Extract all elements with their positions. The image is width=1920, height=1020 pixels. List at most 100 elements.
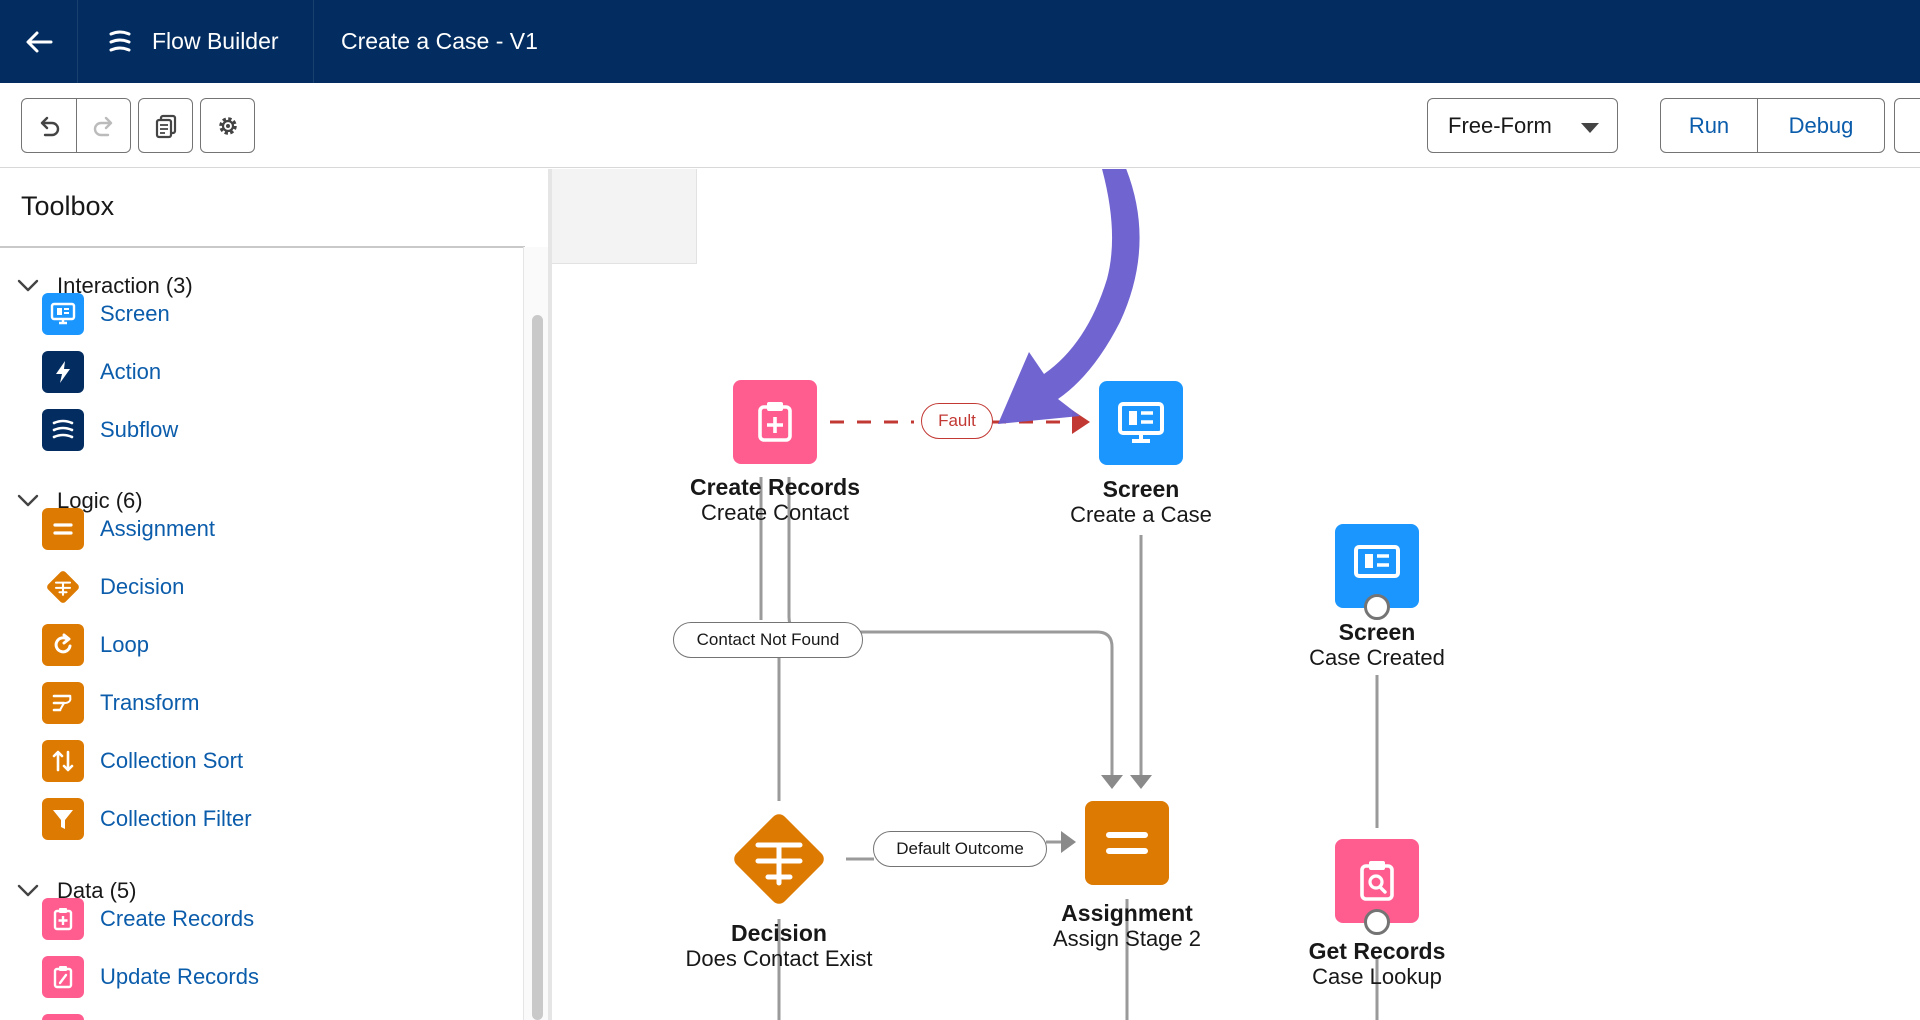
toolbox-item-label: Collection Filter <box>100 806 252 831</box>
assignment-arrow-right <box>1130 775 1152 789</box>
default-outcome-arrowhead <box>1061 831 1076 853</box>
app-title-block: Flow Builder <box>78 0 314 83</box>
flow-canvas[interactable]: Create Records Create Contact Fault Scre… <box>552 169 1920 1020</box>
default-outcome-connector <box>846 840 1062 861</box>
node-name: Case Lookup <box>1312 964 1442 989</box>
toolbox-item-action[interactable]: Action <box>42 349 161 395</box>
toolbox-item-label: Loop <box>100 632 149 657</box>
node-create-records-icon[interactable] <box>733 380 817 464</box>
toolbox-scrollbar-thumb[interactable] <box>532 315 543 1020</box>
node-screen-case-created-label: Screen Case Created <box>1309 619 1445 671</box>
default-outcome-connector-label[interactable]: Default Outcome <box>873 831 1047 867</box>
lightning-icon <box>42 351 84 393</box>
layout-mode-select[interactable]: Free-Form <box>1427 98 1618 153</box>
toolbox-item-loop[interactable]: Loop <box>42 622 149 668</box>
canvas-overlay-panel <box>552 169 697 264</box>
toolbox-item-create-records[interactable]: Create Records <box>42 896 254 942</box>
toolbox-item-partial[interactable] <box>42 1012 84 1020</box>
node-type: Assignment <box>1061 900 1193 926</box>
node-get-records-label: Get Records Case Lookup <box>1309 938 1446 990</box>
node-assignment-icon[interactable] <box>1085 801 1169 885</box>
toolbar-overflow-button[interactable] <box>1894 98 1920 153</box>
screen-icon <box>1354 545 1400 578</box>
subflow-icon <box>42 409 84 451</box>
assignment-icon <box>1106 832 1148 854</box>
redo-button[interactable] <box>76 98 131 153</box>
toolbox-item-update-records[interactable]: Update Records <box>42 954 259 1000</box>
node-connector-handle[interactable] <box>1364 594 1390 620</box>
toolbar: Free-Form Run Debug <box>0 83 1920 168</box>
toolbox-item-label: Action <box>100 359 162 384</box>
annotation-arrow <box>998 169 1140 424</box>
get-records-icon <box>1360 861 1394 901</box>
node-type: Screen <box>1102 476 1180 502</box>
filter-icon <box>42 798 84 840</box>
gear-icon <box>218 116 237 135</box>
node-name: Create a Case <box>1070 502 1212 527</box>
flow-title: Create a Case - V1 <box>341 28 538 54</box>
toolbox-item-label: Collection Sort <box>100 748 244 773</box>
back-button[interactable] <box>0 0 78 83</box>
node-name: Create Contact <box>701 500 849 525</box>
run-button[interactable]: Run <box>1660 98 1758 153</box>
node-screen-create-case-label: Screen Create a Case <box>1070 476 1212 528</box>
toolbox-item-label: Assignment <box>100 516 215 541</box>
node-decision-label: Decision Does Contact Exist <box>685 920 872 972</box>
flow-builder-logo-icon <box>109 30 131 51</box>
toolbox-item-screen[interactable]: Screen <box>42 291 170 337</box>
toolbox-item-label: Update Records <box>100 964 259 989</box>
node-name: Case Created <box>1309 645 1445 670</box>
connector-layer <box>759 169 1379 1020</box>
app-name: Flow Builder <box>152 28 279 54</box>
node-type: Create Records <box>689 474 861 500</box>
layout-mode-value: Free-Form <box>1448 112 1552 138</box>
decision-icon <box>755 842 803 886</box>
toolbox-panel: Toolbox Interaction (3) Screen Action Su… <box>0 169 552 1020</box>
toolbox-item-transform[interactable]: Transform <box>42 680 199 726</box>
contact-not-found-connector-label[interactable]: Contact Not Found <box>673 622 863 658</box>
screen-icon <box>1118 402 1164 443</box>
toolbox-item-label: Create Records <box>100 906 255 931</box>
undo-icon <box>40 116 60 136</box>
undo-button[interactable] <box>21 98 77 153</box>
debug-button[interactable]: Debug <box>1757 98 1885 153</box>
decision-icon <box>42 566 84 608</box>
screen-icon <box>42 293 84 335</box>
node-type: Decision <box>731 920 827 946</box>
transform-icon <box>42 682 84 724</box>
chevron-down-icon <box>17 494 39 507</box>
toolbox-item-decision[interactable]: Decision <box>42 564 184 610</box>
assignment-arrow-left <box>1101 775 1123 789</box>
node-name: Assign Stage 2 <box>1053 926 1201 951</box>
toolbox-title: Toolbox <box>21 191 115 221</box>
fault-connector-label[interactable]: Fault <box>921 403 993 439</box>
create-records-icon <box>42 898 84 940</box>
redo-icon <box>93 116 112 136</box>
update-records-icon <box>42 956 84 998</box>
toolbox-item-label: Screen <box>100 301 170 326</box>
toolbox-item-label: Subflow <box>100 417 179 442</box>
sort-icon <box>42 740 84 782</box>
node-screen-create-case-icon[interactable] <box>1099 381 1183 465</box>
node-create-records-label: Create Records Create Contact <box>690 474 860 526</box>
create-records-icon <box>758 402 792 442</box>
toolbox-item-collection-filter[interactable]: Collection Filter <box>42 796 252 842</box>
node-type: Get Records <box>1308 938 1446 964</box>
copy-icon <box>155 114 176 138</box>
toolbox-divider <box>0 246 525 248</box>
node-type: Screen <box>1338 619 1416 645</box>
toolbox-item-assignment[interactable]: Assignment <box>42 506 215 552</box>
node-name: Does Contact Exist <box>685 946 873 971</box>
chevron-down-icon <box>17 279 39 292</box>
toolbox-item-collection-sort[interactable]: Collection Sort <box>42 738 243 784</box>
toolbox-item-label: Decision <box>100 574 185 599</box>
chevron-down-icon <box>1581 123 1599 133</box>
node-connector-handle[interactable] <box>1364 909 1390 935</box>
toolbox-item-subflow[interactable]: Subflow <box>42 407 178 453</box>
settings-button[interactable] <box>200 98 255 153</box>
loop-icon <box>42 624 84 666</box>
records-icon <box>42 1014 84 1020</box>
copy-button[interactable] <box>138 98 193 153</box>
back-arrow-icon <box>26 31 52 52</box>
node-decision-icon[interactable] <box>722 801 836 917</box>
